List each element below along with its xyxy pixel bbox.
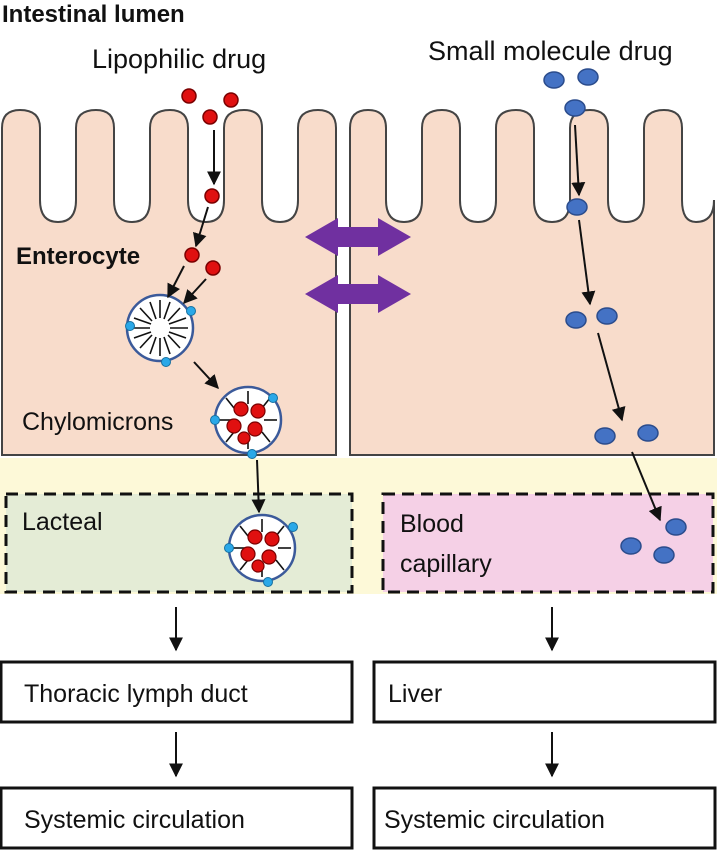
chylomicron-in-lacteal <box>224 513 298 587</box>
thoracic-lymph-duct-box <box>0 660 354 724</box>
chylomicron <box>210 385 283 459</box>
systemic-circulation-label-right: Systemic circulation <box>384 806 605 834</box>
lacteal-label: Lacteal <box>22 508 103 536</box>
systemic-circulation-box-left <box>0 786 354 850</box>
liver-box <box>372 660 717 724</box>
small-molecule-drug-label: Small molecule drug <box>428 36 673 66</box>
transport-double-arrow <box>305 275 411 313</box>
thoracic-lymph-duct-label: Thoracic lymph duct <box>24 680 248 708</box>
liver-label: Liver <box>388 680 442 708</box>
flow-arrows <box>167 124 662 778</box>
transport-double-arrow <box>305 218 411 256</box>
blood-label: Blood <box>400 510 464 538</box>
enterocyte-left <box>1 108 337 456</box>
chylomicrons-label: Chylomicrons <box>22 408 173 436</box>
micelle-empty <box>125 293 196 367</box>
intestinal-lumen-label: Intestinal lumen <box>2 1 185 28</box>
small-molecule-drug-particles <box>543 68 687 564</box>
lipophilic-drug-label: Lipophilic drug <box>92 44 266 74</box>
systemic-circulation-box-right <box>372 786 717 850</box>
systemic-circulation-label-left: Systemic circulation <box>24 806 245 834</box>
capillary-label: capillary <box>400 550 492 578</box>
lipophilic-drug-particles <box>181 88 239 276</box>
enterocyte-right <box>349 108 715 456</box>
enterocyte-label: Enterocyte <box>16 243 140 270</box>
